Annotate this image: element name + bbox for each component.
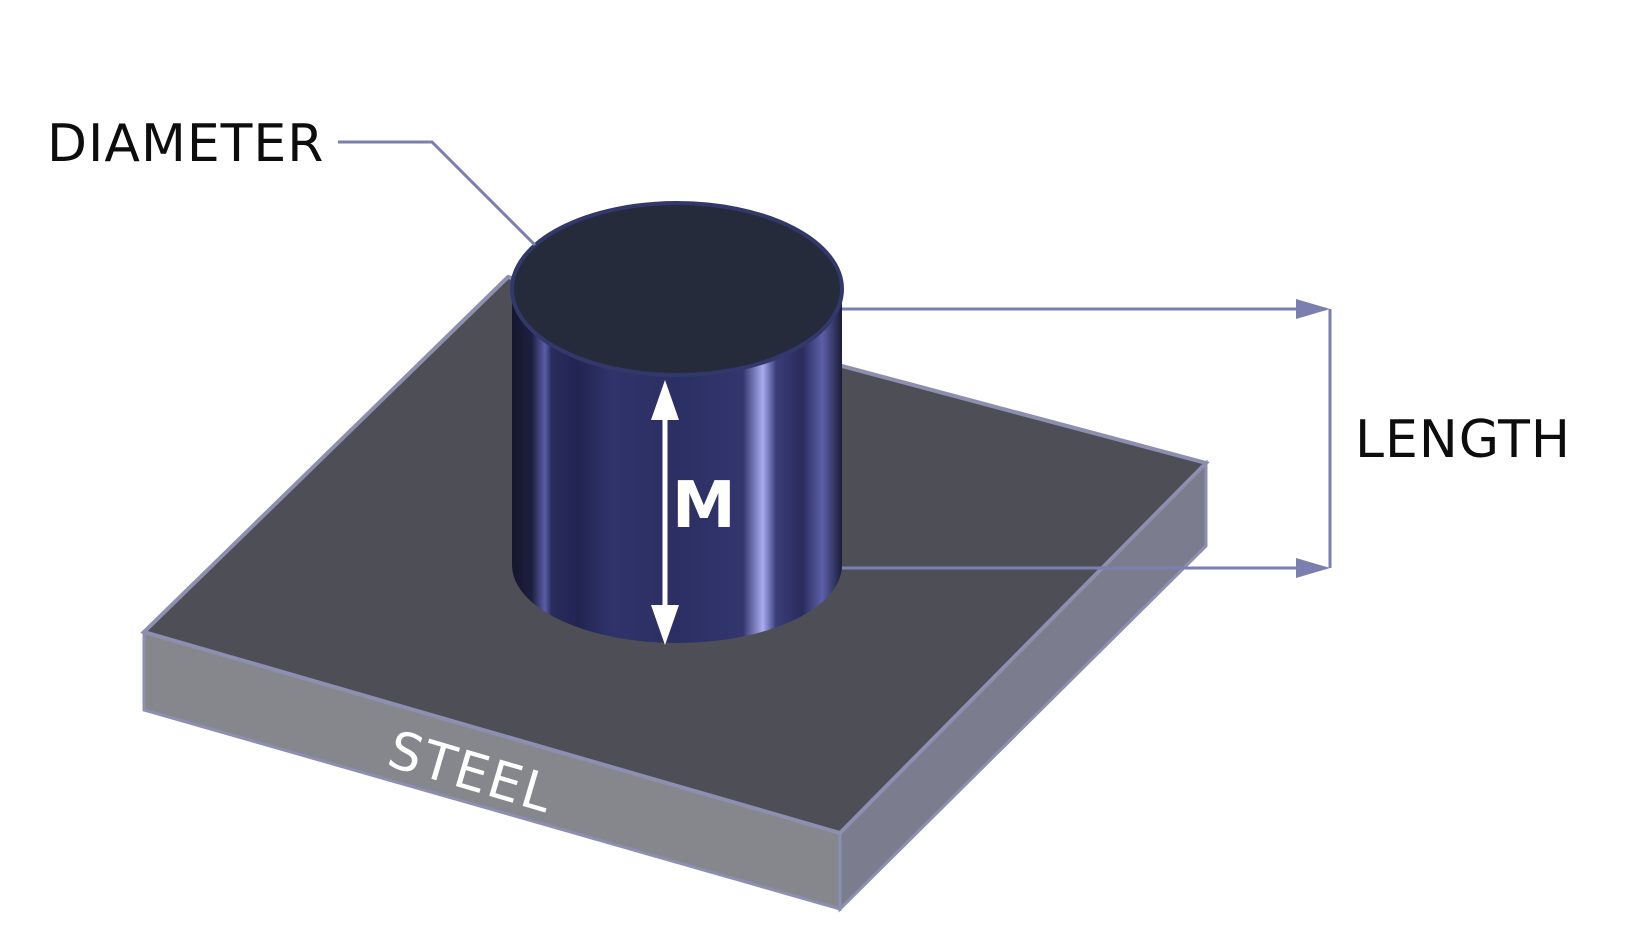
- magnet-cylinder-body: [512, 296, 842, 643]
- length-callout: LENGTH: [842, 299, 1571, 578]
- magnet-cylinder: M: [510, 201, 844, 645]
- magnet-cylinder-top: [510, 201, 844, 377]
- magnet-height-arrow: [651, 380, 679, 645]
- length-label: LENGTH: [1355, 410, 1571, 470]
- diameter-leader-line: [338, 140, 537, 247]
- diameter-callout: DIAMETER: [47, 114, 537, 247]
- magnet-label: M: [672, 469, 736, 543]
- diameter-label: DIAMETER: [47, 114, 324, 174]
